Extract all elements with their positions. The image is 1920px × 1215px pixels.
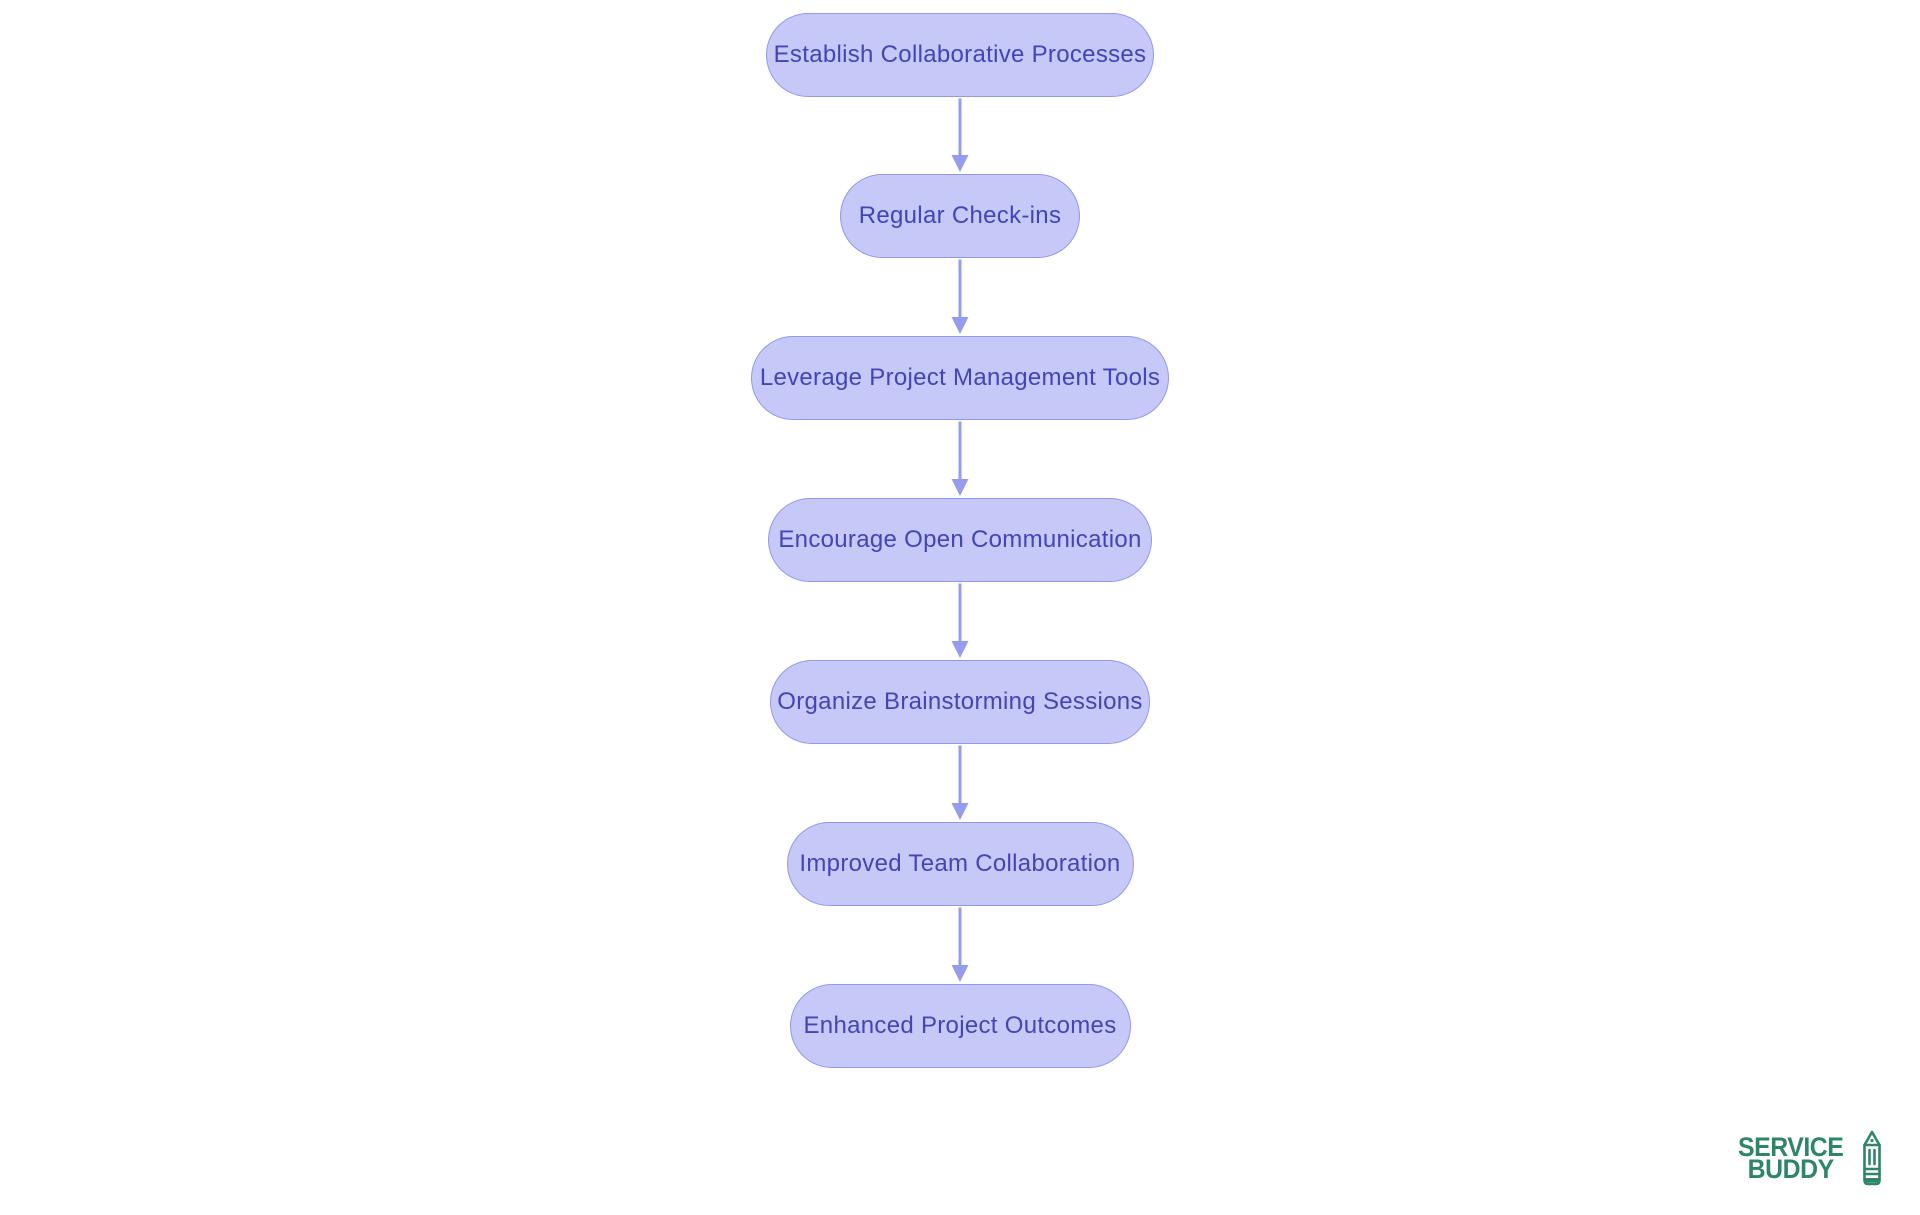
flow-node-n6: Improved Team Collaboration: [786, 822, 1134, 906]
flow-node-n1: Establish Collaborative Processes: [766, 13, 1154, 97]
logo-line1: SERVICE: [1738, 1131, 1844, 1162]
flow-node-label: Encourage Open Communication: [778, 526, 1142, 553]
flow-node-label: Enhanced Project Outcomes: [803, 1012, 1117, 1039]
flow-arrowhead: [951, 155, 969, 172]
flow-node-label: Organize Brainstorming Sessions: [777, 688, 1143, 715]
service-buddy-logo: SERVICE BUDDY: [1738, 1130, 1884, 1186]
flow-node-label: Establish Collaborative Processes: [773, 41, 1147, 68]
flow-node-n2: Regular Check-ins: [840, 174, 1080, 258]
flow-node-label: Regular Check-ins: [858, 202, 1062, 229]
flow-node-n5: Organize Brainstorming Sessions: [770, 660, 1150, 744]
flow-arrowhead: [951, 317, 969, 334]
flow-node-n7: Enhanced Project Outcomes: [789, 984, 1131, 1068]
logo-line2: BUDDY: [1747, 1154, 1834, 1184]
flow-node-label: Leverage Project Management Tools: [759, 364, 1161, 391]
flow-arrowhead: [951, 803, 969, 820]
flow-node-n4: Encourage Open Communication: [768, 498, 1152, 582]
flow-node-n3: Leverage Project Management Tools: [751, 336, 1169, 420]
logo-wordmark: SERVICE BUDDY: [1738, 1131, 1844, 1184]
pencil-icon: [1862, 1130, 1881, 1186]
flow-node-label: Improved Team Collaboration: [799, 850, 1121, 877]
flow-arrowhead: [951, 641, 969, 658]
flow-arrowhead: [951, 965, 969, 982]
flow-arrowhead: [951, 479, 969, 496]
